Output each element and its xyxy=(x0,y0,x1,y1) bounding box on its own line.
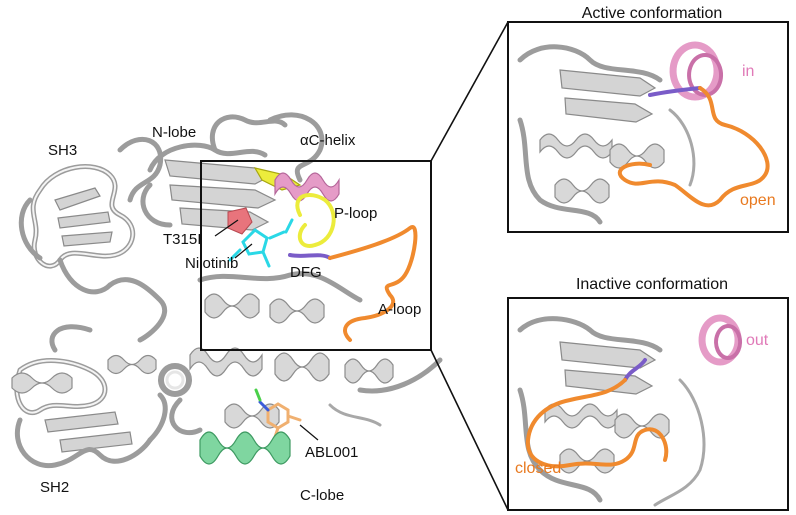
label-dfg: DFG xyxy=(290,264,322,281)
nilotinib-ligand xyxy=(228,218,294,268)
nilotinib-leader xyxy=(234,243,253,259)
t315i-residue xyxy=(227,207,253,235)
label-nlobe: N-lobe xyxy=(152,124,196,141)
label-t315i: T315I xyxy=(163,231,201,248)
inactive-panel: out closed xyxy=(507,297,789,511)
ac-helix-cartoon xyxy=(274,172,340,202)
abl001-ligand xyxy=(254,388,302,442)
label-sh2: SH2 xyxy=(40,479,69,496)
active-panel: in open xyxy=(507,21,789,233)
zoom-region-box xyxy=(200,160,432,351)
c-lobe-helix-cartoon xyxy=(199,431,291,465)
label-sh3: SH3 xyxy=(48,142,77,159)
zoom-line-bottom xyxy=(430,349,509,511)
active-panel-title: Active conformation xyxy=(582,5,723,22)
label-nilotinib: Nilotinib xyxy=(185,255,238,272)
t315i-leader xyxy=(214,219,239,237)
inactive-panel-frame xyxy=(507,297,789,511)
inactive-panel-title: Inactive conformation xyxy=(576,276,728,293)
abl001-leader xyxy=(299,424,319,441)
inactive-loop-state: closed xyxy=(515,460,561,477)
c-lobe xyxy=(169,271,443,436)
active-panel-frame xyxy=(507,21,789,233)
zoom-line-top xyxy=(430,21,509,162)
dfg-motif xyxy=(288,253,332,260)
active-panel-structure xyxy=(517,41,770,225)
label-achelix: αC-helix xyxy=(300,132,356,149)
label-abl001: ABL001 xyxy=(305,444,358,461)
sh2-domain xyxy=(11,277,192,469)
active-helix-state: in xyxy=(742,63,754,80)
a-loop-cartoon xyxy=(328,225,418,342)
p-loop-cartoon xyxy=(295,193,336,248)
inactive-helix-state: out xyxy=(746,332,769,349)
active-loop-state: open xyxy=(740,192,776,209)
sh3-domain xyxy=(18,136,164,295)
full-protein-cartoon xyxy=(11,112,443,469)
inactive-panel-structure xyxy=(517,314,743,507)
label-ploop: P-loop xyxy=(334,205,377,222)
label-aloop: A-loop xyxy=(378,301,421,318)
label-clobe: C-lobe xyxy=(300,487,344,504)
